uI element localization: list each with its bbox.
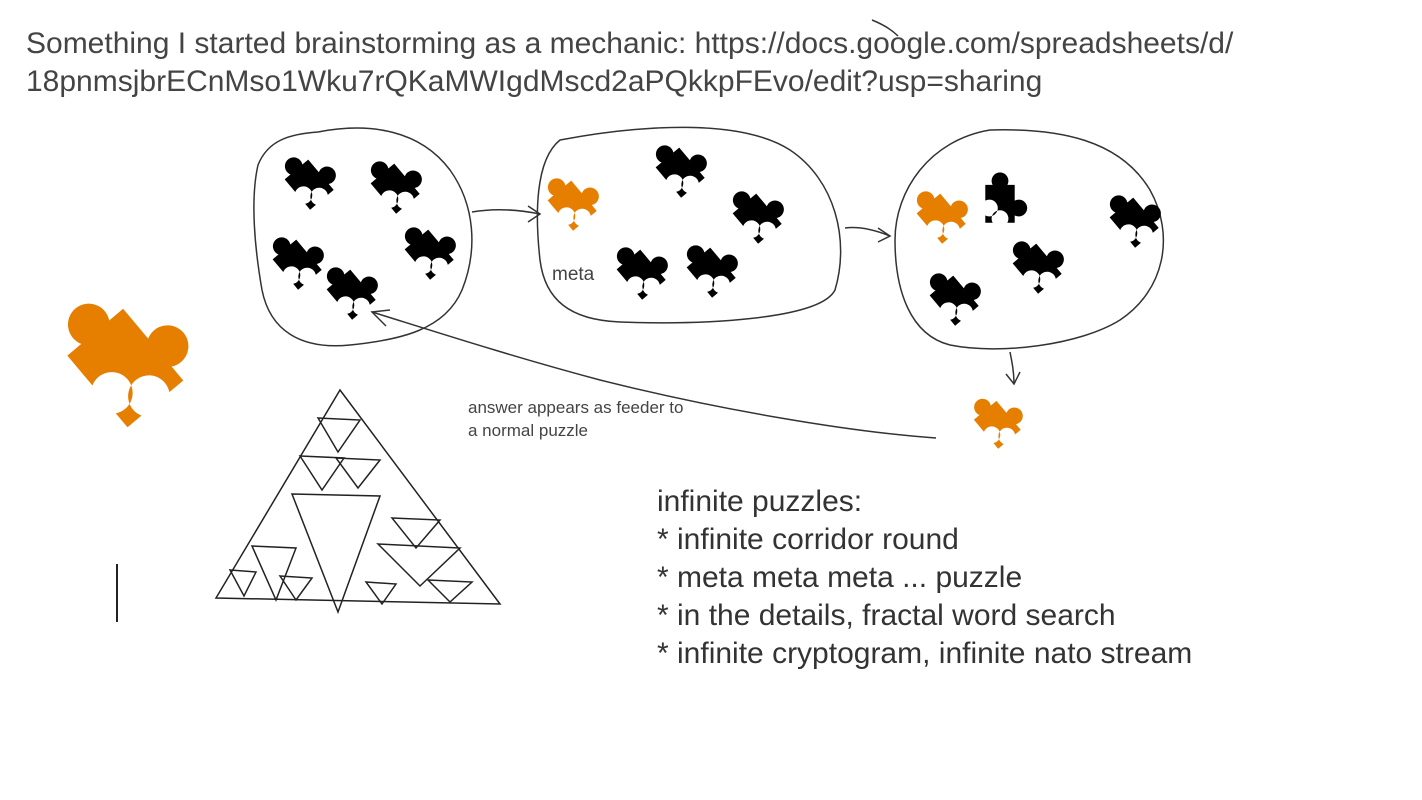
fractal-triangle-sketch [214, 388, 502, 615]
black-puzzle-piece-icon [921, 172, 1169, 326]
feeder-note-line-2: a normal puzzle [468, 421, 589, 440]
list-title: infinite puzzles: [657, 485, 863, 518]
feeder-note: answer appears as feeder to a normal puz… [468, 396, 683, 442]
arrow-icon [370, 205, 1021, 439]
header-line-1: Something I started brainstorming as a m… [26, 27, 1234, 60]
list-item: * infinite corridor round [657, 523, 959, 556]
list-item: * meta meta meta ... puzzle [657, 561, 1023, 594]
list-item: * in the details, fractal word search [657, 599, 1116, 632]
cluster-outline-right [894, 129, 1165, 350]
infinite-puzzles-list: infinite puzzles: * infinite corridor ro… [657, 483, 1192, 673]
cluster-outline-left [253, 127, 473, 347]
large-orange-puzzle-piece-icon [47, 265, 207, 428]
feeder-note-line-1: answer appears as feeder to [468, 398, 684, 417]
orange-puzzle-piece-icon [965, 383, 1031, 449]
list-item: * infinite cryptogram, infinite nato str… [657, 637, 1193, 670]
cluster-outline-middle [536, 126, 842, 324]
black-puzzle-piece-icon [608, 129, 792, 300]
scribble-mark [871, 19, 899, 37]
meta-label: meta [552, 264, 595, 285]
orange-puzzle-piece-icon [908, 175, 976, 244]
orange-puzzle-piece-icon [539, 162, 607, 231]
black-puzzle-piece-icon [264, 141, 464, 320]
header-line-2: 18pnmsjbrECnMso1Wku7rQKaMWIgdMscd2aPQkkp… [26, 65, 1043, 98]
